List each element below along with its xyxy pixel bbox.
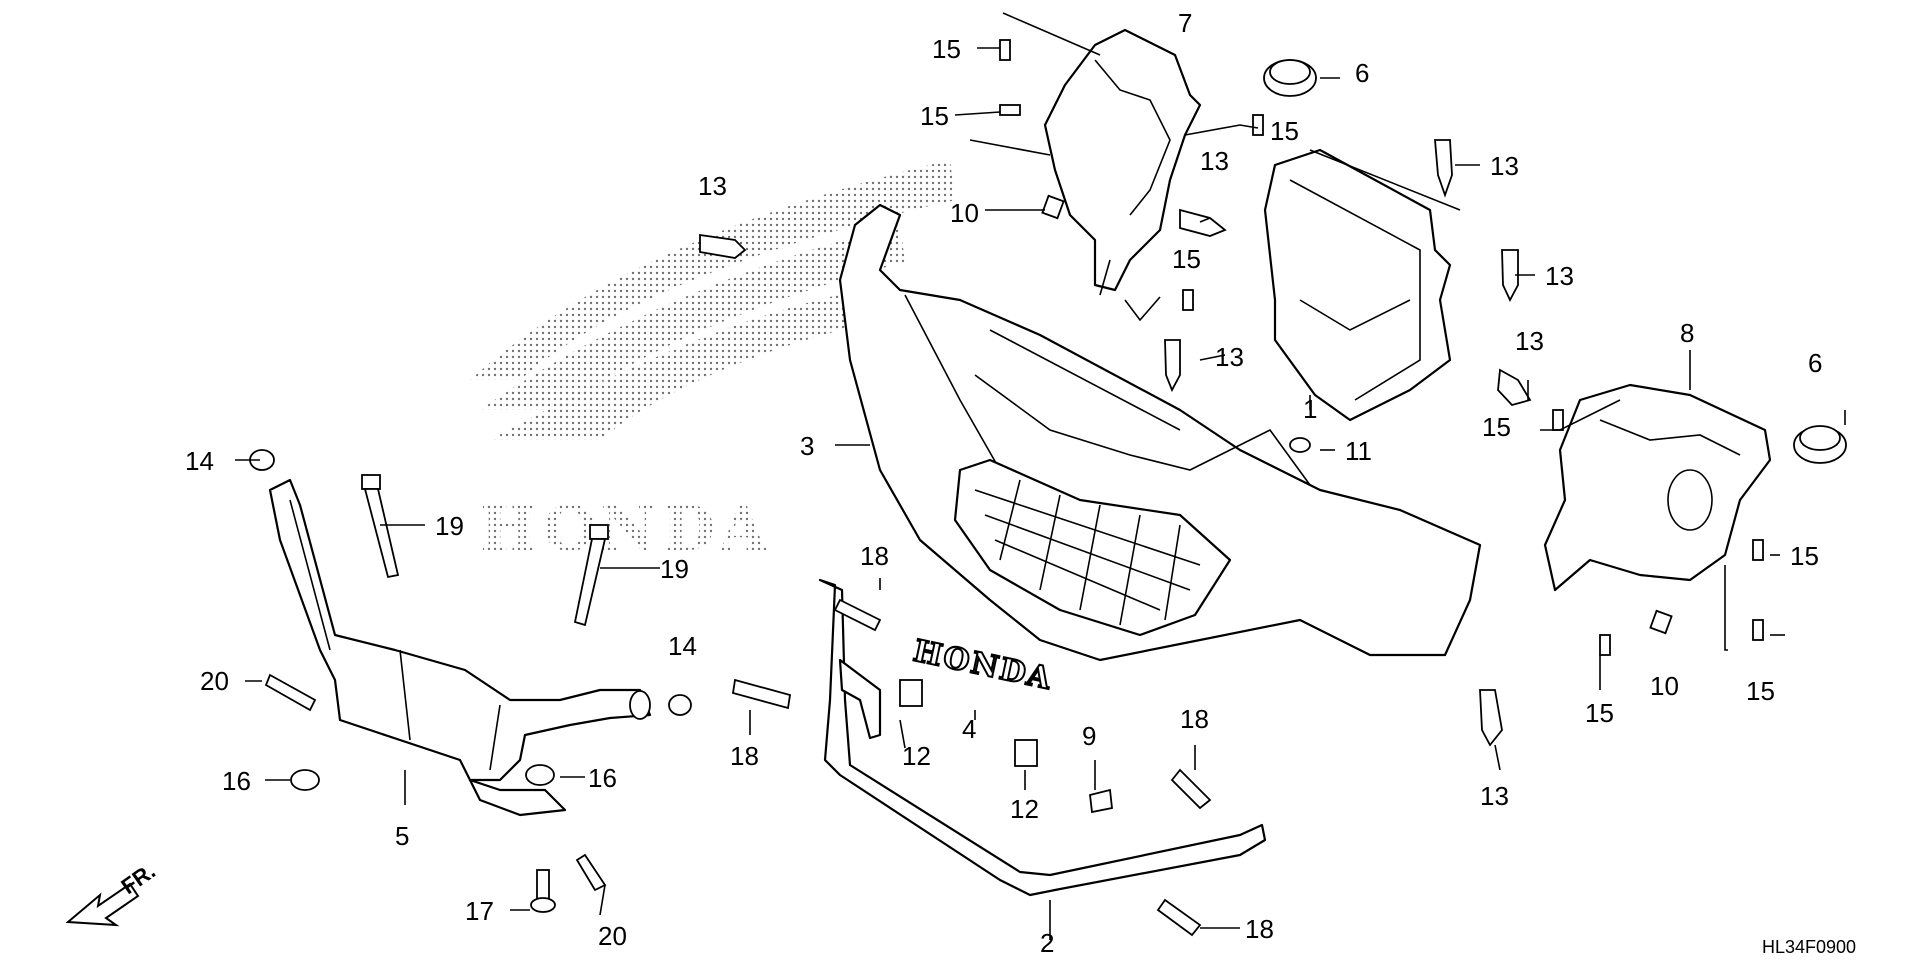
callout-8: 8 (1680, 318, 1694, 348)
callout-labels: 15 7 6 15 15 13 13 13 10 15 13 13 13 8 6… (185, 8, 1822, 958)
part-2-lower-guard (818, 578, 1267, 897)
callout-18-d: 18 (1245, 914, 1274, 944)
callout-10-a: 10 (950, 198, 979, 228)
emblem-text: HONDA (910, 634, 1055, 698)
callout-9: 9 (1082, 721, 1096, 751)
callout-13-f: 13 (1215, 342, 1244, 372)
callout-14-b: 14 (668, 631, 697, 661)
callout-15-h: 15 (1585, 698, 1614, 728)
callout-12-a: 12 (902, 741, 931, 771)
callout-20-a: 20 (200, 666, 229, 696)
part-5-front-bumper (268, 478, 652, 817)
callout-13-c: 13 (698, 171, 727, 201)
front-arrow-icon (65, 882, 140, 927)
callout-4: 4 (962, 714, 976, 744)
callout-6-a: 6 (1355, 58, 1369, 88)
callout-19-b: 19 (660, 554, 689, 584)
callout-15-f: 15 (1790, 541, 1819, 571)
callout-5: 5 (395, 821, 409, 851)
callout-19-a: 19 (435, 511, 464, 541)
diagram-code: HL34F0900 (1762, 937, 1856, 957)
part-1-bracket-box (1263, 148, 1452, 422)
leader-lines (235, 12, 1846, 940)
callout-13-b: 13 (1200, 146, 1229, 176)
callout-15-b: 15 (920, 101, 949, 131)
callout-3: 3 (800, 431, 814, 461)
callout-1: 1 (1303, 394, 1317, 424)
callout-11: 11 (1345, 436, 1372, 466)
callout-18-b: 18 (1180, 704, 1209, 734)
callout-12-b: 12 (1010, 794, 1039, 824)
front-direction-indicator: FR. (65, 858, 160, 927)
watermark-text: HONDA (480, 492, 771, 565)
callout-15-a: 15 (932, 34, 961, 64)
part-7-upper-duct (1043, 28, 1202, 296)
hardware-fasteners (249, 39, 1847, 937)
callout-16-a: 16 (222, 766, 251, 796)
wing-logo-watermark: HONDA (470, 160, 955, 565)
callout-18-a: 18 (860, 541, 889, 571)
callout-15-g: 15 (1746, 676, 1775, 706)
honda-emblem: HONDA (909, 633, 1056, 699)
callout-13-a: 13 (1490, 151, 1519, 181)
callout-20-b: 20 (598, 921, 627, 951)
callout-2: 2 (1040, 928, 1054, 958)
callout-17: 17 (465, 896, 494, 926)
callout-15-c: 15 (1270, 116, 1299, 146)
callout-13-g: 13 (1480, 781, 1509, 811)
part-8-right-duct (1543, 383, 1772, 592)
callout-10-b: 10 (1650, 671, 1679, 701)
callout-18-c: 18 (730, 741, 759, 771)
callout-16-b: 16 (588, 763, 617, 793)
callout-15-d: 15 (1172, 244, 1201, 274)
part-4-grille-mesh (953, 458, 1232, 637)
callout-13-d: 13 (1545, 261, 1574, 291)
callout-7: 7 (1178, 8, 1192, 38)
callout-6-b: 6 (1808, 348, 1822, 378)
callout-15-e: 15 (1482, 412, 1511, 442)
callout-13-e: 13 (1515, 326, 1544, 356)
callout-14-a: 14 (185, 446, 214, 476)
